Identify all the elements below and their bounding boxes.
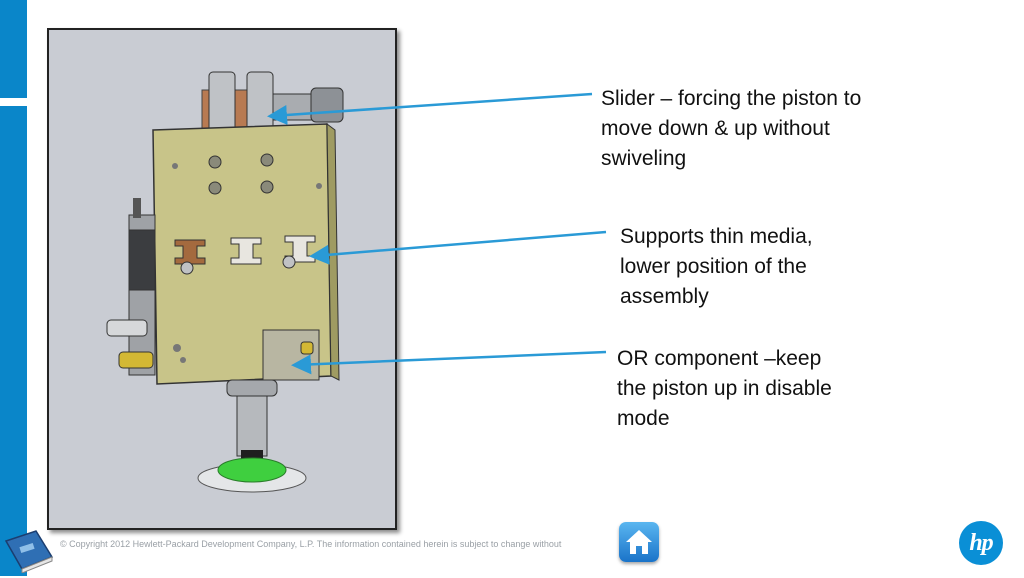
side-valve-dark	[128, 229, 156, 291]
slot-pin	[180, 261, 194, 275]
slider-fitting-body	[272, 93, 314, 121]
home-button[interactable]	[619, 522, 659, 562]
plate-hole	[316, 183, 322, 189]
slider-threaded-fitting	[310, 87, 344, 123]
assembly-image	[47, 28, 397, 530]
side-valve-pin	[133, 198, 141, 218]
plate-hole	[173, 344, 181, 352]
plate-hole	[208, 155, 222, 169]
copyright-notice: © Copyright 2012 Hewlett-Packard Develop…	[60, 539, 562, 549]
callout-supports: Supports thin media, lower position of t…	[620, 225, 813, 308]
plate-hole	[180, 357, 186, 363]
or-component-screw	[300, 341, 314, 355]
media-slot-left	[174, 239, 206, 265]
hp-logo: hp	[959, 521, 1003, 565]
accent-bar-top	[0, 0, 27, 98]
home-icon	[626, 530, 652, 554]
book-icon[interactable]	[2, 527, 54, 578]
plate-hole	[208, 181, 222, 195]
media-slot-center	[230, 237, 262, 265]
slot-pin	[282, 255, 296, 269]
suction-cup	[217, 457, 287, 483]
side-fitting-upper	[106, 319, 148, 337]
or-component	[262, 329, 320, 381]
accent-bar-bottom	[0, 106, 27, 576]
piston-rod	[236, 395, 268, 457]
callout-slider: Slider – forcing the piston to move down…	[601, 87, 862, 170]
hp-logo-text: hp	[969, 530, 993, 556]
plate-hole	[260, 180, 274, 194]
side-fitting-lower	[118, 351, 154, 369]
piston-collar	[226, 379, 278, 397]
cad-drawing	[106, 71, 344, 493]
plate-hole	[172, 163, 178, 169]
plate-hole	[260, 153, 274, 167]
callout-or-component: OR component –keep the piston up in disa…	[617, 347, 832, 430]
